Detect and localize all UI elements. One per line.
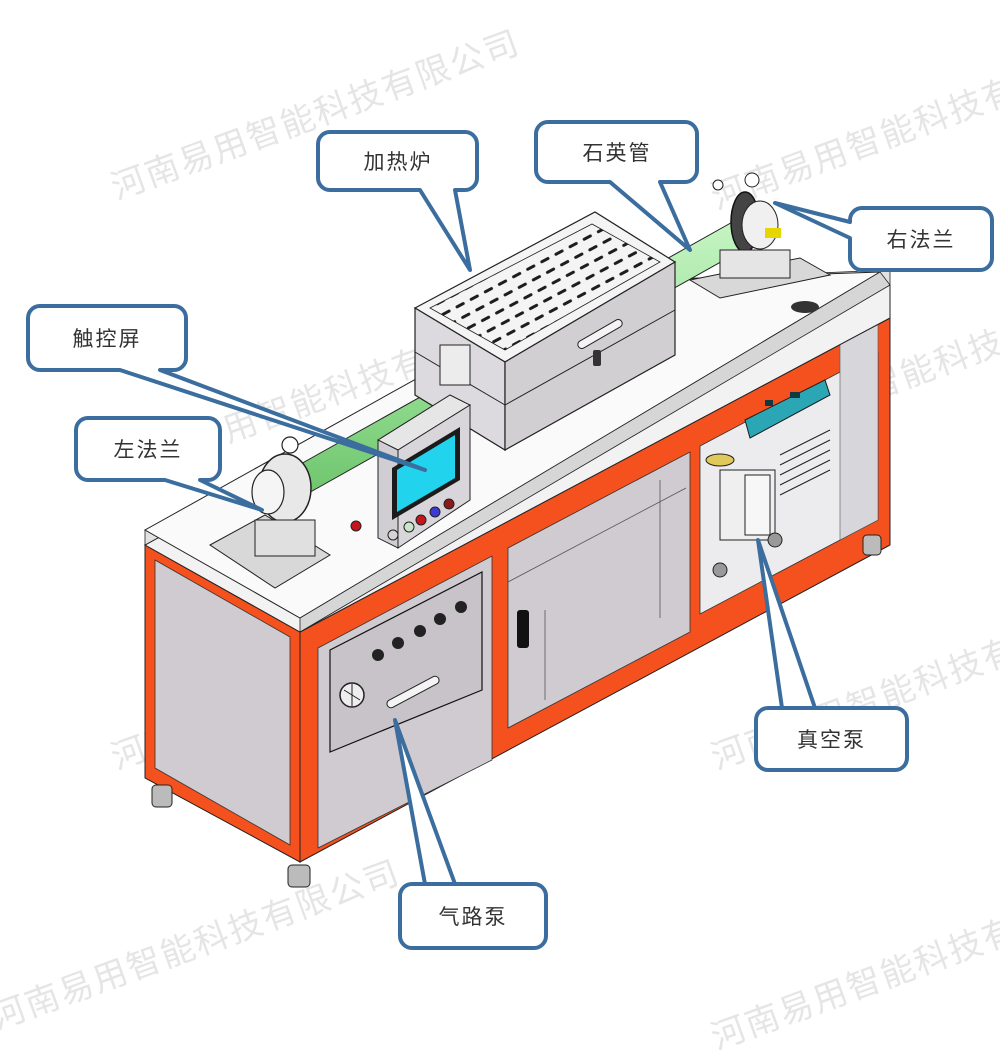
left-flange (251, 436, 316, 557)
callout-shapes (26, 120, 994, 950)
touch-screen-display (397, 435, 455, 512)
diagram-canvas: 河南易用智能科技有限公司 河南易用智能科技有限公司 河南易用智能科技有限公司 河… (0, 23, 1000, 1058)
cabinet-front (299, 315, 891, 863)
heating-furnace (413, 211, 677, 452)
vacuum-pump (705, 429, 831, 578)
left-cabinet-side (144, 544, 301, 863)
leveling-feet (151, 534, 882, 888)
machine-illustration (26, 120, 994, 950)
right-flange (712, 172, 791, 279)
control-board (744, 379, 831, 439)
gas-control-panel (329, 571, 483, 753)
touch-panel-housing (350, 394, 472, 549)
